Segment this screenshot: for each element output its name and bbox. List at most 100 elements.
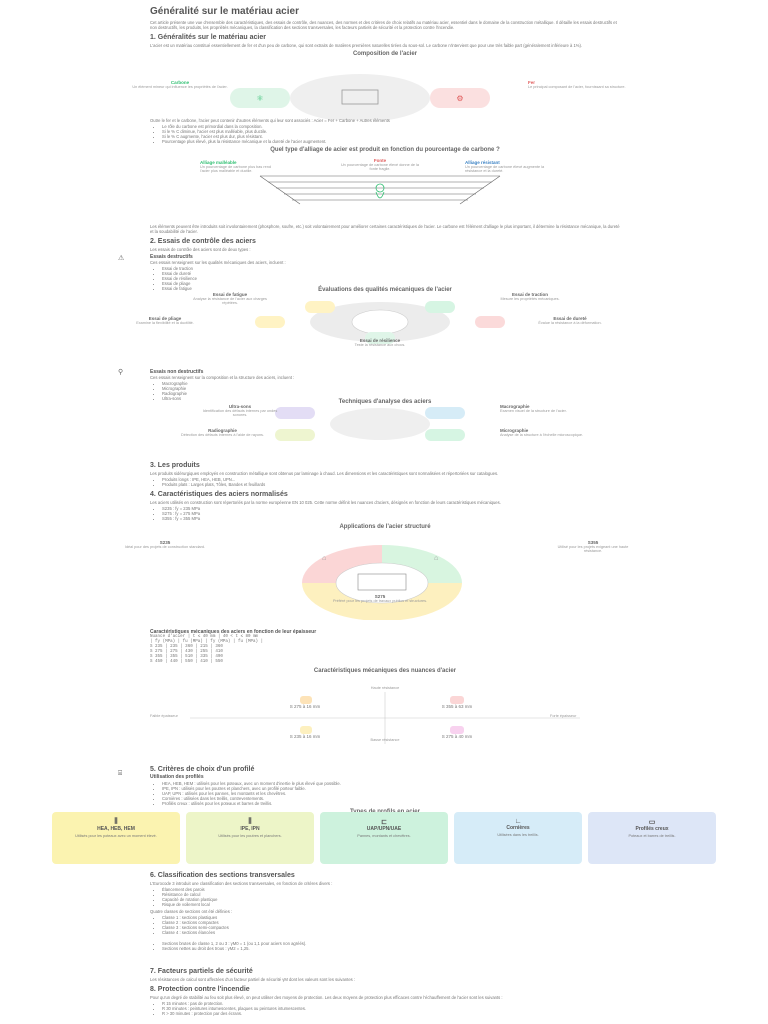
- applications-figure: ⌂ ⌂: [222, 540, 542, 621]
- section-7-text: Les résistances de calcul sont affectées…: [150, 977, 356, 982]
- list-item: Sections brutes de classe 1, 2 ou 3 : γM…: [162, 941, 620, 946]
- axis-right-label: Forte épaisseur: [550, 714, 577, 718]
- macrography-desc: Examen visuel de la structure de l'acier…: [500, 409, 567, 413]
- profile-icon: ⌸: [118, 770, 123, 777]
- axis-top-label: Haute résistance: [370, 686, 400, 690]
- alloy-figure-title: Quel type d'alliage de acier est produit…: [270, 147, 500, 153]
- list-item: S235 : fy = 235 MPa: [162, 506, 620, 511]
- list-item: Le rôle du carbone est primordial dans l…: [162, 124, 620, 129]
- table-row: S 450 | 440 | 550 | 410 | 550: [150, 660, 223, 664]
- s355-label: S355: [587, 540, 599, 545]
- non-destructive-heading: Essais non destructifs: [150, 369, 204, 375]
- mechanical-tests-figure: [250, 296, 510, 346]
- composition-figure: ⚛ ⚙: [120, 70, 600, 122]
- section-1-heading: 1. Généralités sur le matériau acier: [150, 34, 266, 41]
- analysis-figure-title: Techniques d'analyse des aciers: [338, 399, 432, 405]
- products-list: Produits longs : IPE, HEA, HEB, UPN... P…: [162, 477, 620, 487]
- quadrant-bottom-left: S 235 à 16 mm: [289, 734, 321, 739]
- grades-figure-title: Caractéristiques mécaniques des nuances …: [313, 668, 457, 674]
- list-item: S275 : fy = 275 MPa: [162, 511, 620, 516]
- mechanical-tests-diagram: [255, 301, 505, 344]
- list-item: Produits plats : Larges plats, Tôles, Ba…: [162, 482, 620, 487]
- analysis-diagram: [275, 407, 465, 441]
- s235-desc: Idéal pour des projets de construction s…: [124, 545, 206, 549]
- carbon-desc: Un élément mineur qui influence les prop…: [132, 85, 228, 89]
- list-item: Sections nettes au droit des trous : γM2…: [162, 946, 620, 951]
- magnifier-icon: ⚲: [118, 369, 124, 376]
- table-row: Nuance d'acier | t ≤ 40 mm | 40 < t ≤ 80…: [150, 635, 259, 639]
- applications-donut: ⌂ ⌂: [302, 545, 462, 621]
- list-item: Essai de fatigue: [162, 286, 620, 291]
- profile-card-title: IPE, IPN: [240, 826, 260, 832]
- list-item: Classe 3 : sections semi-compactes: [162, 925, 620, 930]
- safety-factor-list: Sections brutes de classe 1, 2 ou 3 : γM…: [162, 941, 620, 951]
- radiography-label: Radiographie: [208, 428, 237, 433]
- list-item: R 30 minutes : peintures intumescentes, …: [162, 1006, 620, 1011]
- destructive-text: Ces essais renseignent sur les qualités …: [150, 260, 286, 265]
- hardness-test-label: Essai de dureté: [553, 316, 587, 321]
- list-item: Si le % C augmente, l'acier est plus dur…: [162, 134, 620, 139]
- criteria-list: Élancement des parois Résistance de calc…: [162, 887, 620, 907]
- profile-card: ⊏ UAP/UPN/UAE Pannes, montants et chevêt…: [320, 812, 448, 864]
- list-item: Profilés creux : utilisés pour les potea…: [162, 801, 620, 806]
- section-7-heading: 7. Facteurs partiels de sécurité: [150, 968, 253, 975]
- non-destructive-text: Ces essais renseignent sur la compositio…: [150, 375, 295, 380]
- s275-desc: Préféré pour les projets de travaux publ…: [332, 599, 428, 603]
- profile-use-heading: Utilisation des profilés: [150, 774, 204, 780]
- carbon-label: Carbone: [170, 80, 190, 85]
- section-4-heading: 4. Caractéristiques des aciers normalisé…: [150, 491, 288, 498]
- list-item: R > 30 minutes : protection par des écra…: [162, 1011, 620, 1016]
- svg-text:⌂: ⌂: [322, 555, 326, 562]
- list-item: Produits longs : IPE, HEA, HEB, UPN...: [162, 477, 620, 482]
- macrography-label: Macrographie: [500, 404, 530, 409]
- section-6-heading: 6. Classification des sections transvers…: [150, 872, 295, 879]
- section-8-heading: 8. Protection contre l'incendie: [150, 986, 250, 993]
- profile-card-desc: Poteaux et barres de treillis.: [628, 834, 676, 838]
- quadrant-axes: [190, 692, 580, 744]
- impact-test-desc: Teste la résistance aux chocs.: [354, 343, 406, 347]
- profile-card-title: HEA, HEB, HEM: [97, 826, 135, 832]
- quadrant-bottom-right: S 275 à 40 mm: [441, 734, 473, 739]
- channel-icon: ⊏: [381, 819, 387, 826]
- profile-card: ∟ Cornières Utilisées dans les treillis.: [454, 812, 582, 864]
- table-heading: Caractéristiques mécaniques des aciers e…: [150, 629, 317, 635]
- section-1-text-3: Les éléments peuvent être introduits soi…: [150, 224, 620, 234]
- list-item: Classe 2 : sections compactes: [162, 920, 620, 925]
- list-item: Essai de traction: [162, 266, 620, 271]
- ultrasound-desc: Identification des défauts internes par …: [202, 409, 278, 418]
- applications-figure-title: Applications de l'acier structuré: [339, 524, 431, 530]
- carbon-role-list: Le rôle du carbone est primordial dans l…: [162, 124, 620, 144]
- list-item: S355 : fy = 355 MPa: [162, 516, 620, 521]
- list-item: Cornières : utilisées dans les treillis,…: [162, 796, 620, 801]
- s235-label: S235: [159, 540, 171, 545]
- s275-label: S275: [374, 594, 386, 599]
- micrography-desc: Analyse de la structure à l'échelle micr…: [500, 433, 584, 437]
- table-row: S 355 | 355 | 510 | 335 | 490: [150, 655, 223, 659]
- list-item: Micrographie: [162, 386, 620, 391]
- profile-card-desc: Utilisées dans les treillis.: [497, 833, 539, 837]
- bend-test-desc: Examine la flexibilité et la ductilité.: [136, 321, 194, 325]
- beam-icon: ⫼: [248, 818, 252, 825]
- list-item: Si le % C diminue, l'acier est plus mall…: [162, 129, 620, 134]
- angle-icon: ∟: [514, 818, 522, 825]
- analysis-figure: [270, 404, 490, 444]
- micrography-label: Micrographie: [500, 428, 529, 433]
- profile-card: ⫼ IPE, IPN Utilisés pour les poutres et …: [186, 812, 314, 864]
- bend-test-label: Essai de pliage: [148, 316, 182, 321]
- svg-text:⌂: ⌂: [434, 555, 438, 562]
- mech-figure-title: Évaluations des qualités mécaniques de l…: [318, 287, 452, 293]
- table-row: | fy (MPa) | fu (MPa) | fy (MPa) | fu (M…: [150, 640, 264, 644]
- profile-card-title: Profilés creux: [635, 826, 669, 832]
- profile-card-desc: Pannes, montants et chevêtres.: [357, 834, 411, 838]
- iron-desc: Le principal composant de l'acier, fourn…: [528, 85, 626, 89]
- list-item: R 15 minutes : pas de protection.: [162, 1001, 620, 1006]
- axis-bottom-label: Basse résistance: [370, 738, 400, 742]
- tensile-test-desc: Mesure les propriétés mécaniques.: [500, 297, 560, 301]
- composition-diagram: ⚛ ⚙: [230, 74, 490, 122]
- list-item: Essai de pliage: [162, 281, 620, 286]
- section-4-text: Les aciers utilisés en construction sont…: [150, 500, 501, 505]
- section-2-text: Les essais de contrôle des aciers sont d…: [150, 247, 251, 252]
- section-2-heading: 2. Essais de contrôle des aciers: [150, 238, 256, 245]
- list-item: Pourcentage plus élevé, plus la résistan…: [162, 139, 620, 144]
- axis-left-label: Faible épaisseur: [150, 714, 178, 718]
